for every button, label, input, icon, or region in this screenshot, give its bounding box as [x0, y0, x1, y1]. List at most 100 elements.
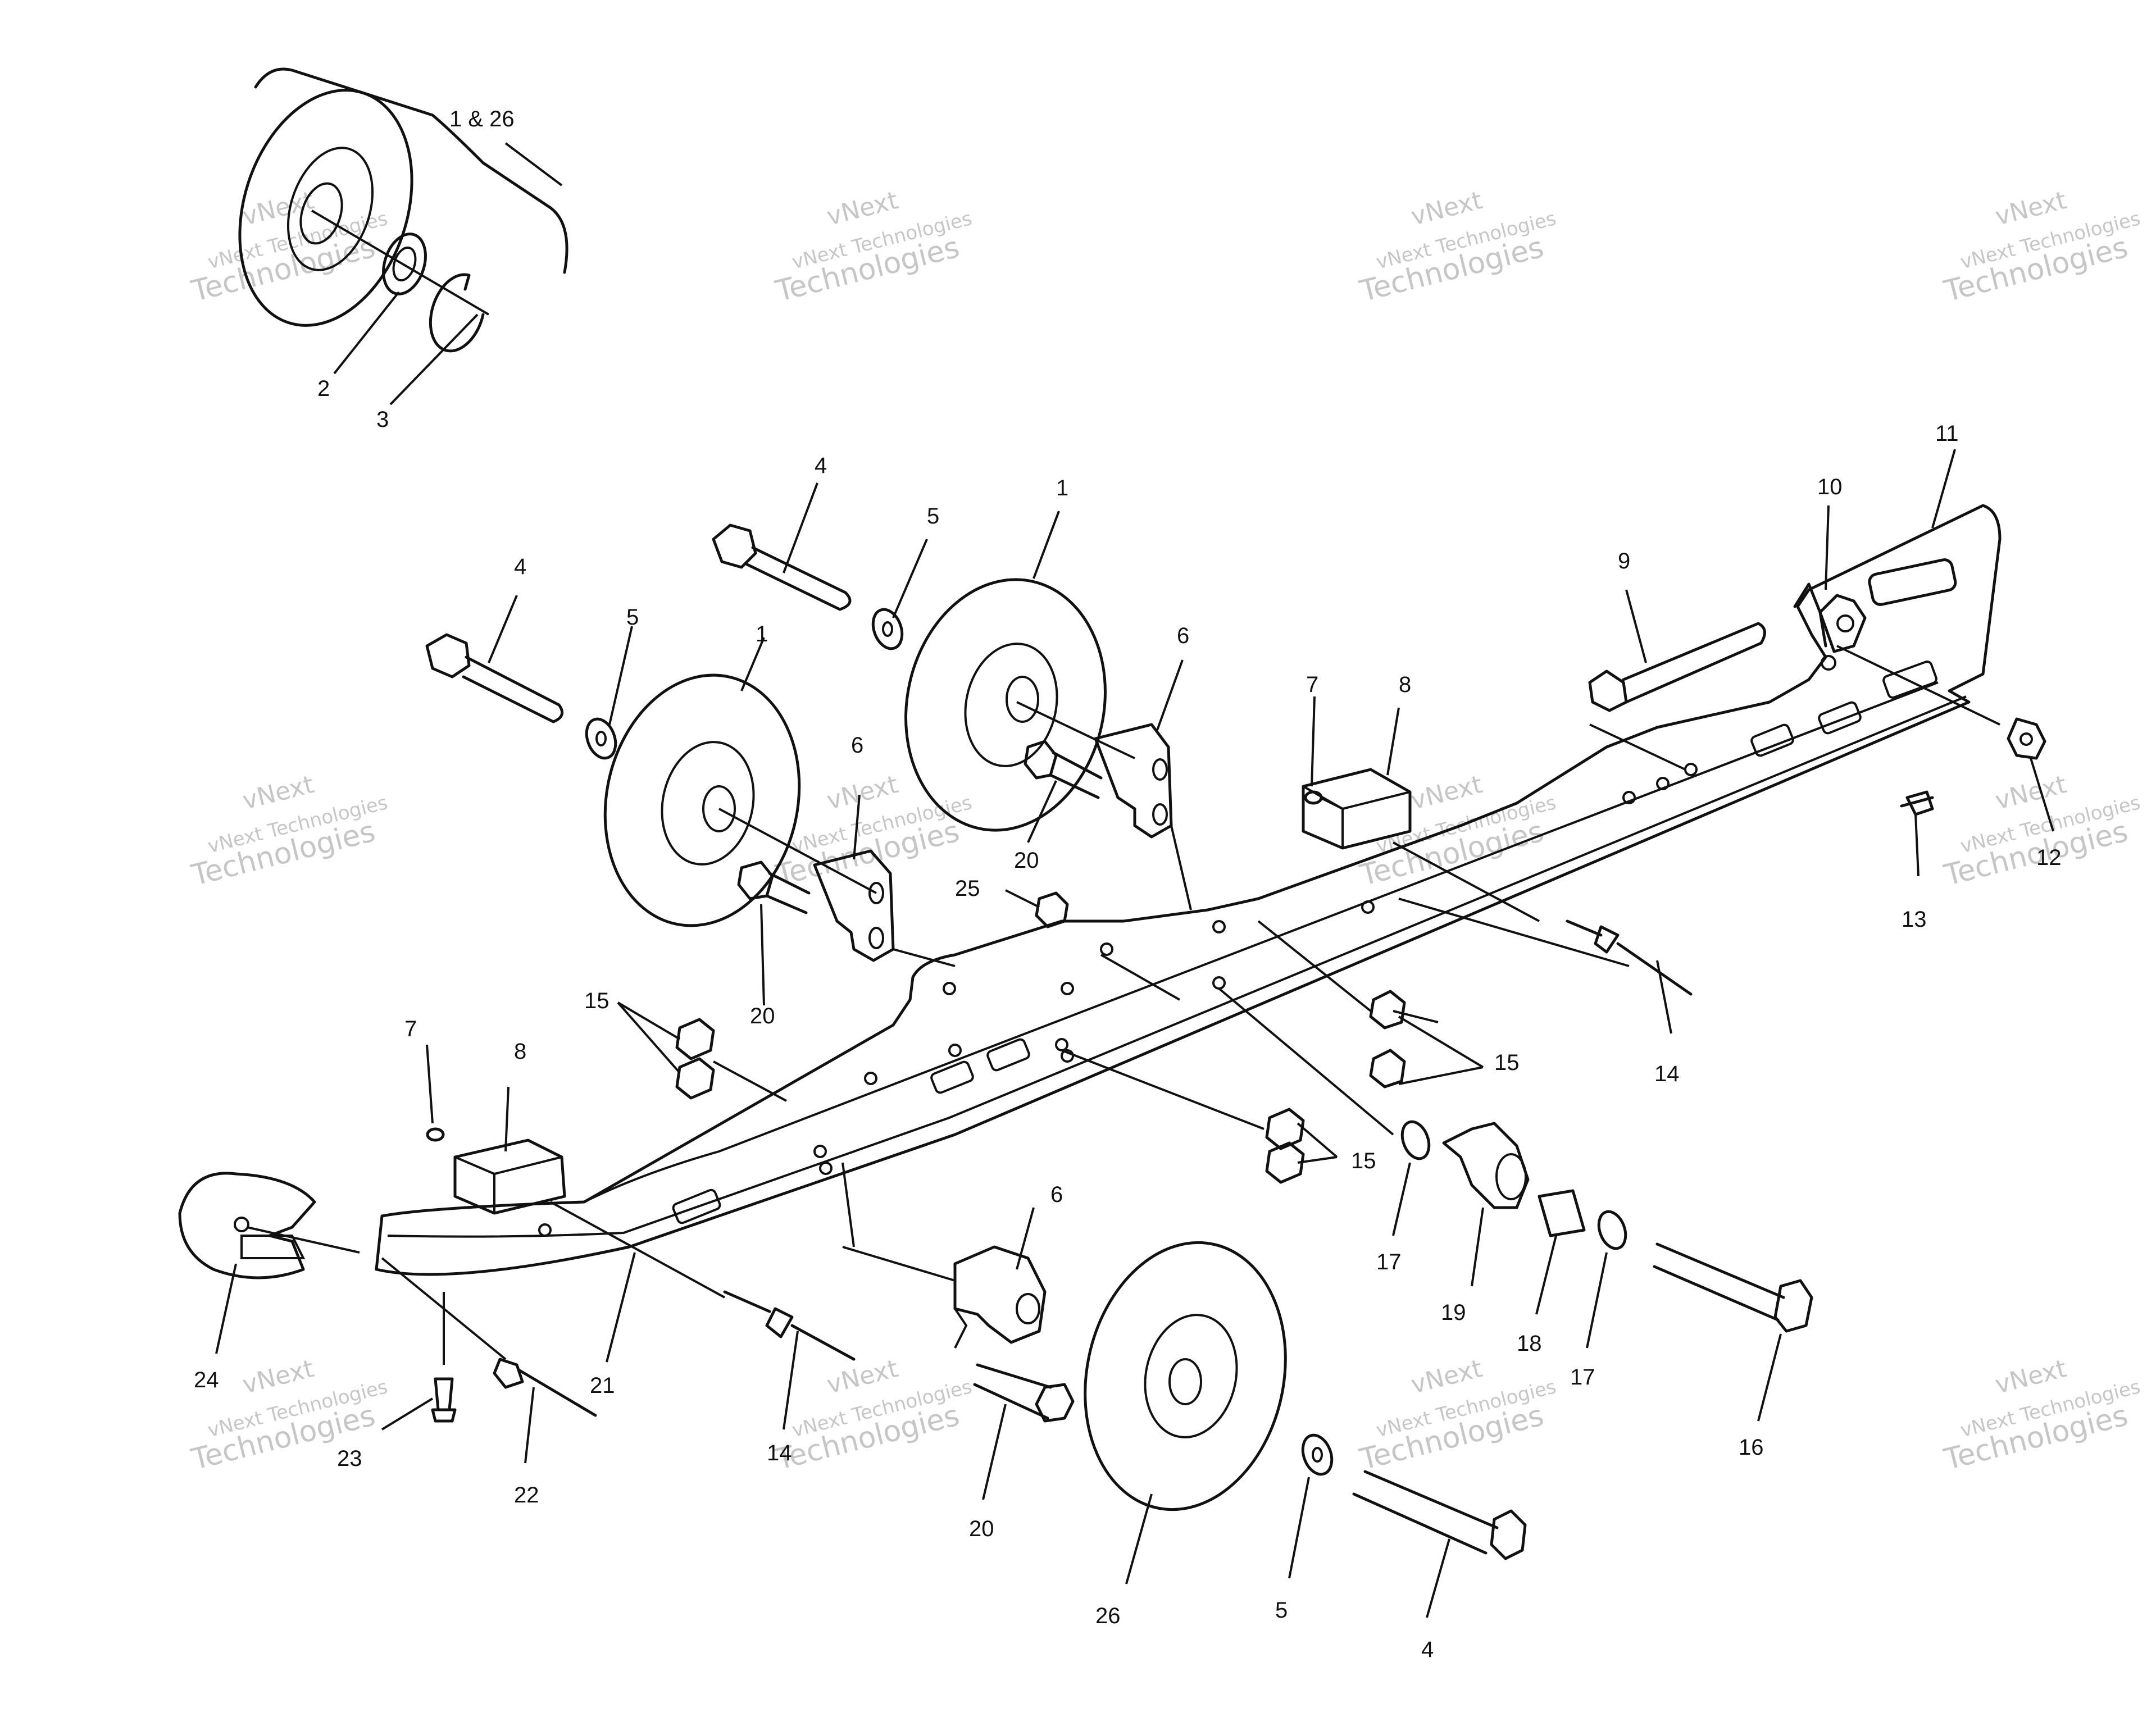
washer [1597, 1210, 1627, 1250]
leader-line [617, 1001, 681, 1074]
slide-rail-wear-strip [387, 695, 1967, 1238]
rivet [1566, 919, 1693, 996]
wheel-outer [1084, 1241, 1287, 1511]
leader-line [1931, 449, 1956, 529]
wheel-outer [603, 673, 801, 927]
hole [1836, 614, 1854, 632]
callout-18: 18 [1517, 1331, 1542, 1356]
hole [2019, 732, 2033, 746]
callout-19: 19 [1441, 1300, 1466, 1325]
watermark: vNext vNext Technologies Technologies [1940, 770, 2143, 893]
bolt-head [712, 523, 757, 569]
watermark-line1: vNext [1993, 1354, 2069, 1400]
callout-21: 21 [590, 1373, 615, 1398]
guide-line [1061, 1049, 1265, 1130]
leader-line [1027, 780, 1057, 843]
callout-13: 13 [1902, 907, 1927, 932]
slide-rail [375, 504, 2002, 1276]
inset-axle-line [311, 210, 490, 316]
callout-15: 15 [1494, 1050, 1520, 1075]
rail-tip-slot [240, 1235, 306, 1259]
hex-nut [1369, 990, 1406, 1030]
leader-line [892, 539, 928, 618]
callouts: 1 & 26 2 3 4 5 1 4 5 1 6 6 20 20 25 7 8 … [194, 107, 2062, 1662]
hex-nut [2007, 717, 2046, 760]
axis-line [1836, 645, 2000, 726]
hex-nut [1369, 1049, 1406, 1089]
guide-line [842, 1162, 855, 1247]
leader-line [1386, 707, 1400, 776]
axle-line [1016, 701, 1135, 759]
rail-tip-group [178, 1172, 597, 1423]
guide-line [1398, 898, 1630, 967]
leader-line [1016, 1207, 1035, 1270]
axle-mount-middle [813, 849, 956, 967]
watermark-line1: vNext [240, 770, 317, 816]
watermark: vNext vNext Technologies Technologies [188, 770, 390, 893]
watermark: vNext vNext Technologies Technologies [1356, 186, 1558, 309]
callout-2: 2 [317, 376, 330, 401]
slide-pad-upper [1302, 768, 1693, 996]
bolt-head [425, 633, 471, 678]
pad-edge [494, 1156, 562, 1175]
slot [672, 1188, 721, 1224]
callout-15: 15 [1351, 1149, 1376, 1173]
hole [538, 1223, 552, 1237]
pad-block [1302, 768, 1412, 850]
watermark-line1: vNext [1408, 770, 1485, 816]
leader-line [488, 595, 518, 663]
bolt-shank [1352, 1470, 1499, 1555]
callout-25: 25 [955, 876, 980, 901]
hole [234, 1217, 249, 1232]
leader-line [1032, 511, 1060, 579]
hole [1212, 920, 1226, 933]
watermark: vNext vNext Technologies Technologies [1940, 1354, 2143, 1477]
rivet [1900, 790, 1934, 816]
slot [1882, 661, 1937, 699]
watermark: vNext vNext Technologies Technologies [188, 186, 390, 309]
callout-6: 6 [851, 733, 863, 758]
leader-line [524, 1387, 535, 1464]
callout-4: 4 [1421, 1637, 1434, 1662]
leader-line [1125, 1493, 1153, 1584]
watermark-line1: vNext [240, 186, 317, 231]
upper-wheel-group [712, 523, 1135, 832]
washer [1400, 1120, 1431, 1160]
callout-7: 7 [1306, 672, 1318, 697]
mount-casting [953, 1245, 1047, 1344]
wheel-hub [1168, 1358, 1202, 1405]
hole [1656, 777, 1670, 790]
guide-line [1218, 987, 1394, 1136]
callout-9: 9 [1618, 549, 1630, 573]
guide-line [1320, 796, 1343, 810]
bolt-shank [745, 546, 852, 611]
washer [1304, 790, 1323, 805]
wheel-rim [661, 741, 755, 866]
guide-line [893, 948, 956, 967]
inset-wheel-rim [286, 147, 374, 271]
leader-line [606, 1252, 636, 1363]
bolt-shank [462, 655, 564, 723]
leader-line [1005, 889, 1040, 908]
watermark: vNext vNext Technologies Technologies [188, 1354, 390, 1477]
watermark: vNext vNext Technologies Technologies [772, 186, 974, 309]
slot [930, 1060, 974, 1094]
washer-hole [882, 621, 893, 637]
hex-nut [1265, 1141, 1305, 1184]
leader-line [333, 291, 400, 375]
bottom-wheel-group [973, 1241, 1527, 1560]
callout-6: 6 [1050, 1182, 1063, 1207]
leader-lines [215, 142, 2054, 1618]
callout-12: 12 [2036, 845, 2062, 870]
pad-edge [1342, 791, 1411, 810]
hex-nut [1035, 891, 1069, 928]
hole [1622, 791, 1636, 804]
bolt-9 [1588, 622, 1766, 712]
watermark-line1: vNext [240, 1354, 317, 1400]
axle-cap [1442, 1122, 1530, 1209]
rivet [723, 1290, 856, 1361]
leader-line [617, 1001, 681, 1040]
slot [1750, 723, 1794, 757]
leader-line [1398, 1015, 1484, 1068]
wheel-assembly-inset [238, 67, 568, 353]
